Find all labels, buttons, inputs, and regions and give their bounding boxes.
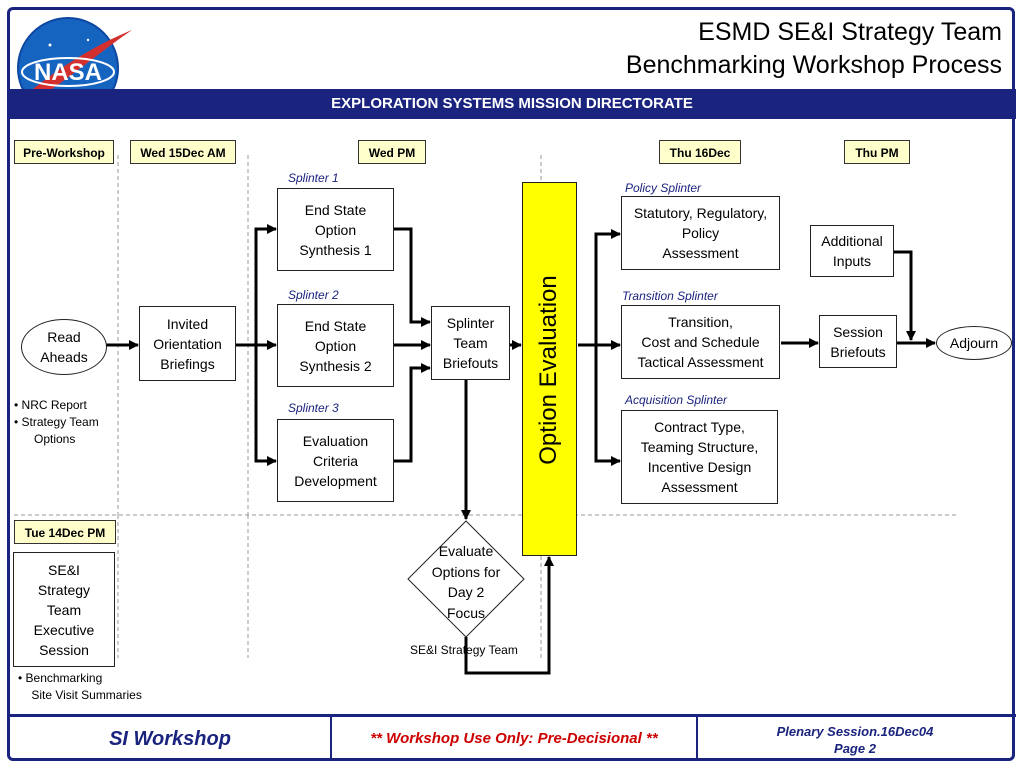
arrow-invited-to-es1 [254,224,277,345]
evaluation-criteria-box: Evaluation Criteria Development [277,419,394,502]
page-title: ESMD SE&I Strategy Team [698,18,1002,46]
splinter-briefouts-box: Splinter Team Briefouts [431,306,510,380]
contract-box: Contract Type, Teaming Structure, Incent… [621,410,778,504]
arrow-option-to-statutory [594,229,621,345]
end-state-2-box: End State Option Synthesis 2 [277,304,394,387]
footer-predecisional: ** Workshop Use Only: Pre-Decisional ** [370,730,658,747]
statutory-box: Statutory, Regulatory, Policy Assessment [621,196,780,270]
option-evaluation-bar [522,182,577,556]
policy-splinter-label: Policy Splinter [625,181,702,195]
arrow-eval-to-briefouts [394,363,431,463]
col-tue-pm: Tue 14Dec PM [14,520,116,544]
evaluate-diamond [407,520,525,638]
col-wed-pm: Wed PM [358,140,426,164]
acquisition-splinter-label: Acquisition Splinter [625,393,728,407]
nrc-notes: • NRC Report • Strategy Team Options [14,398,99,446]
splinter-1-label: Splinter 1 [288,171,339,185]
adjourn-node: Adjourn [936,326,1012,360]
option-evaluation-label: Option Evaluation [535,275,562,465]
footer-divider [8,714,1016,717]
session-briefouts-box: Session Briefouts [819,315,897,368]
invited-briefings-box: Invited Orientation Briefings [139,306,236,381]
col-thu: Thu 16Dec [659,140,741,164]
footer-session: Plenary Session.16Dec04 [776,724,934,739]
end-state-1-box: End State Option Synthesis 1 [277,188,394,271]
footer-separator-2 [696,717,698,761]
dashed-separators [14,155,956,658]
transition-box: Transition, Cost and Schedule Tactical A… [621,305,780,379]
col-thu-pm: Thu PM [844,140,910,164]
directorate-bar: EXPLORATION SYSTEMS MISSION DIRECTORATE [8,89,1016,119]
benchmarking-notes: • Benchmarking Site Visit Summaries [18,671,142,702]
slide-frame [7,7,1015,761]
col-pre-workshop: Pre-Workshop [14,140,114,164]
splinter-3-label: Splinter 3 [288,401,339,415]
footer-separator-1 [330,717,332,761]
arrow-invited-to-eval [254,345,277,466]
splinter-2-label: Splinter 2 [288,288,339,302]
arrow-option-to-contract [594,345,621,466]
transition-splinter-label: Transition Splinter [622,289,718,303]
page-subtitle: Benchmarking Workshop Process [625,51,1002,79]
arrow-additional-down [894,250,916,341]
arrow-evaluate-to-option [464,556,554,675]
footer-workshop: SI Workshop [109,728,231,750]
sei-executive-box: SE&I Strategy Team Executive Session [13,552,115,667]
sei-team-note: SE&I Strategy Team [410,643,518,657]
read-aheads-node: Read Aheads [21,319,107,375]
col-wed-am: Wed 15Dec AM [130,140,236,164]
footer-page: Page 2 [834,741,876,756]
evaluate-options-text: Evaluate Options for Day 2 Focus [431,543,501,621]
additional-inputs-box: Additional Inputs [810,225,894,277]
arrow-es1-to-briefouts [394,227,431,327]
